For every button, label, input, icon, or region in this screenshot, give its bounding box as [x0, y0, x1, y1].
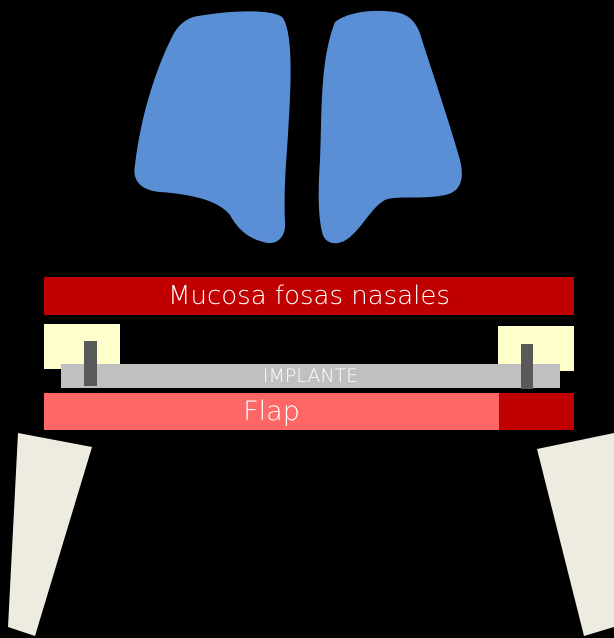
flap-label: Flap: [44, 393, 499, 430]
flap-end-segment: [499, 393, 574, 430]
implant-label: IMPLANTE: [61, 364, 560, 388]
left-bone-block: [44, 324, 120, 369]
mucosa-label: Mucosa fosas nasales: [44, 277, 574, 315]
